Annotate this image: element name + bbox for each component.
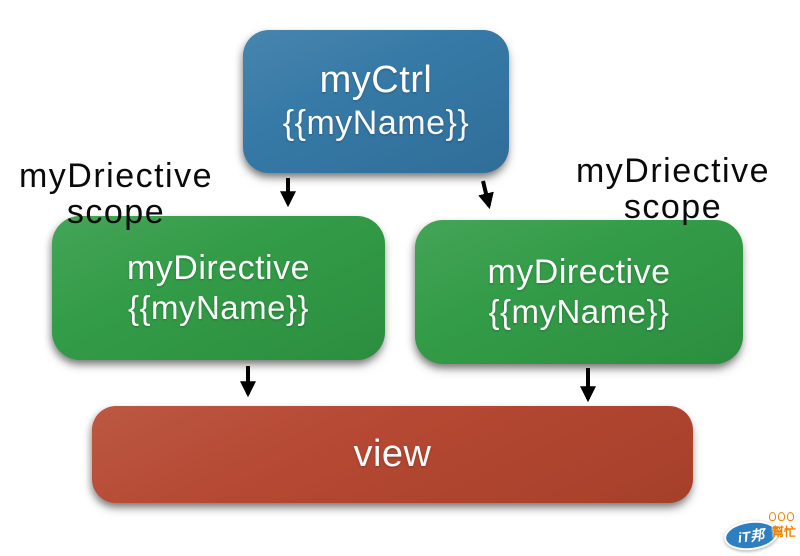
person-icon (778, 512, 785, 521)
scope-label-right-line1: myDriective (575, 152, 771, 190)
node-myctrl-title: myCtrl (319, 59, 433, 102)
node-mydirective-right-binding: {{myName}} (488, 292, 670, 330)
watermark-people-icons (769, 512, 794, 521)
ithome-watermark-logo: iT邦 幫忙 (722, 509, 796, 554)
scope-label-left-line2: scope (66, 193, 166, 231)
node-mydirective-left-binding: {{myName}} (127, 288, 310, 326)
node-mydirective-left: myDirective {{myName}} (52, 216, 385, 360)
node-view-title: view (353, 432, 432, 475)
node-mydirective-right: myDirective {{myName}} (415, 220, 743, 364)
node-view: view (92, 406, 693, 503)
watermark-ellipse: iT邦 (722, 517, 780, 554)
person-icon (769, 512, 776, 521)
node-mydirective-left-title: myDirective (126, 248, 311, 287)
node-mydirective-right-title: myDirective (487, 252, 671, 291)
scope-label-right: myDriective scope (553, 153, 793, 225)
scope-label-right-line2: scope (623, 188, 723, 226)
node-myctrl-binding: {{myName}} (282, 103, 470, 142)
person-icon (787, 512, 794, 521)
node-myctrl: myCtrl {{myName}} (243, 30, 509, 173)
watermark-suffix-text: 幫忙 (771, 525, 796, 539)
watermark-brand-text: iT邦 (736, 525, 766, 546)
arrow-ctrl-to-right-directive (478, 180, 494, 210)
scope-label-left: myDriective scope (0, 158, 232, 230)
scope-label-left-line1: myDriective (18, 157, 214, 195)
